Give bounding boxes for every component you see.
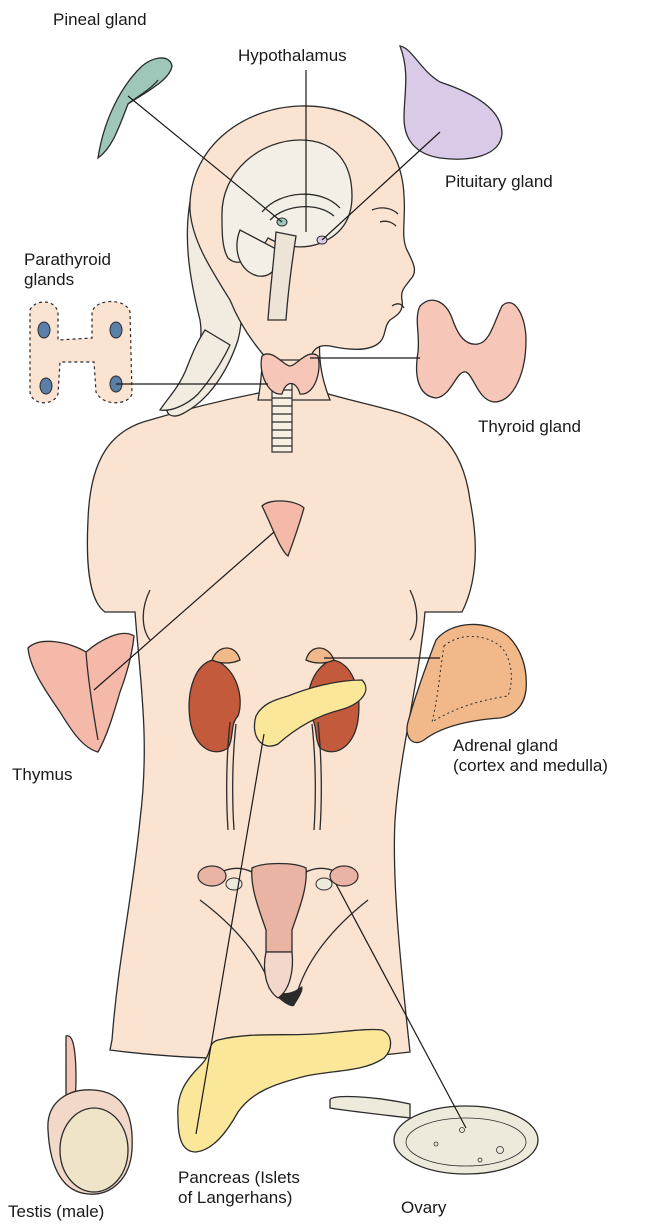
- label-parathyroid-glands: Parathyroid glands: [24, 250, 111, 290]
- label-thymus: Thymus: [12, 765, 72, 785]
- label-adrenal-gland: Adrenal gland (cortex and medulla): [453, 736, 608, 776]
- label-ovary: Ovary: [401, 1198, 446, 1218]
- parathyroid-glands-illustration: [30, 302, 132, 403]
- label-pituitary-gland: Pituitary gland: [445, 172, 553, 192]
- label-hypothalamus: Hypothalamus: [238, 46, 347, 66]
- label-testis: Testis (male): [8, 1202, 104, 1222]
- thymus-illustration: [28, 633, 134, 752]
- pancreas-illustration: [178, 1029, 391, 1152]
- label-pineal-gland: Pineal gland: [53, 10, 147, 30]
- thyroid-gland-illustration: [417, 300, 526, 402]
- pituitary-gland-illustration: [400, 46, 502, 159]
- ovary-illustration: [330, 1097, 538, 1174]
- label-pancreas: Pancreas (Islets of Langerhans): [178, 1168, 300, 1208]
- testis-illustration: [48, 1036, 132, 1194]
- adrenal-gland-illustration: [407, 624, 526, 742]
- label-thyroid-gland: Thyroid gland: [478, 417, 581, 437]
- pineal-gland-illustration: [98, 58, 172, 158]
